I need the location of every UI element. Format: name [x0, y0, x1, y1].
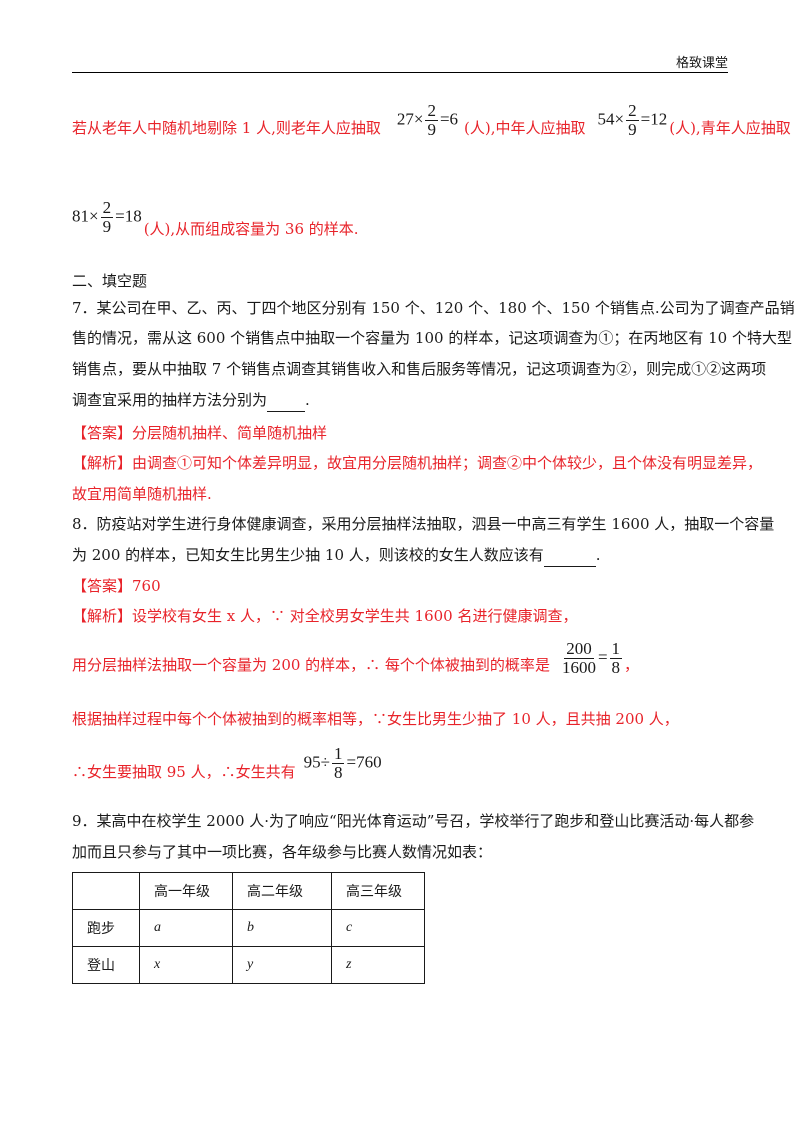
q7-analysis-line2: 故宜用简单随机抽样.: [72, 485, 212, 503]
q7-line2: 售的情况，需从这 600 个销售点中抽取一个容量为 100 的样本，记这项调查为…: [72, 329, 792, 347]
q8-answer: 【答案】760: [72, 577, 161, 595]
q8-analysis-line1: 【解析】设学校有女生 x 人，∵ 对全校男女学生共 1600 名进行健康调查，: [72, 607, 578, 625]
q9-line2: 加而且只参与了其中一项比赛，各年级参与比赛人数情况如表：: [72, 843, 493, 861]
table-cell: b: [232, 909, 332, 947]
carryover-suffix: (人),从而组成容量为 36 的样本.: [143, 220, 359, 238]
q9-line1: 9．某高中在校学生 2000 人·为了响应“阳光体育运动”号召，学校举行了跑步和…: [72, 812, 755, 830]
q8-line1: 8．防疫站对学生进行身体健康调查，采用分层抽样法抽取，泗县一中高三有学生 160…: [72, 515, 775, 533]
q7-answer-blank: [267, 389, 306, 412]
table-header-row: 高一年级 高二年级 高三年级: [72, 872, 425, 910]
q7-line3: 销售点，要从中抽取 7 个销售点调查其销售收入和售后服务等情况，记这项调查为②，…: [72, 360, 767, 378]
q8-line2-text: 为 200 的样本，已知女生比男生少抽 10 人，则该校的女生人数应该有: [72, 546, 544, 564]
q9-table: 高一年级 高二年级 高三年级 跑步 a b c 登山 x y z: [72, 872, 425, 984]
page-header-title: 格致课堂: [675, 56, 728, 71]
table-header-cell: 高一年级: [139, 872, 233, 910]
q7-line1: 7．某公司在甲、乙、丙、丁四个地区分别有 150 个、120 个、180 个、1…: [72, 299, 795, 317]
carryover-unit2: (人),青年人应抽取: [669, 119, 791, 137]
table-header-cell: [72, 872, 140, 910]
q8-analysis-line3: 根据抽样过程中每个个体被抽到的概率相等，∵女生比男生少抽了 10 人，且共抽 2…: [72, 710, 679, 728]
table-cell: y: [232, 946, 332, 984]
table-row-label: 登山: [72, 946, 140, 984]
q8-analysis-line2-text: 用分层抽样法抽取一个容量为 200 的样本，∴ 每个个体被抽到的概率是: [72, 656, 550, 674]
q7-answer: 【答案】分层随机抽样、简单随机抽样: [72, 424, 328, 442]
header-rule: [72, 72, 728, 73]
table-row: 登山 x y z: [72, 946, 425, 984]
table-header-cell: 高二年级: [232, 872, 332, 910]
table-cell: x: [139, 946, 233, 984]
table-cell: a: [139, 909, 233, 947]
carryover-unit1: (人),中年人应抽取: [464, 119, 586, 137]
q7-analysis-line1: 【解析】由调查①可知个体差异明显，故宜用分层随机抽样；调查②中个体较少，且个体没…: [72, 454, 763, 472]
q8-line2: 为 200 的样本，已知女生比男生少抽 10 人，则该校的女生人数应该有 .: [72, 544, 601, 567]
carryover-prefix: 若从老年人中随机地剔除 1 人,则老年人应抽取: [72, 119, 381, 137]
q7-line4-text: 调查宜采用的抽样方法分别为: [72, 391, 268, 409]
table-cell: c: [331, 909, 425, 947]
table-row: 跑步 a b c: [72, 909, 425, 947]
q7-line4: 调查宜采用的抽样方法分别为 .: [72, 389, 310, 412]
q8-answer-blank: [543, 544, 596, 567]
section-title: 二、填空题: [72, 272, 148, 290]
table-header-cell: 高三年级: [331, 872, 425, 910]
table-row-label: 跑步: [72, 909, 140, 947]
q8-analysis-line4-text: ∴女生要抽取 95 人，∴女生共有: [72, 763, 296, 781]
table-cell: z: [331, 946, 425, 984]
